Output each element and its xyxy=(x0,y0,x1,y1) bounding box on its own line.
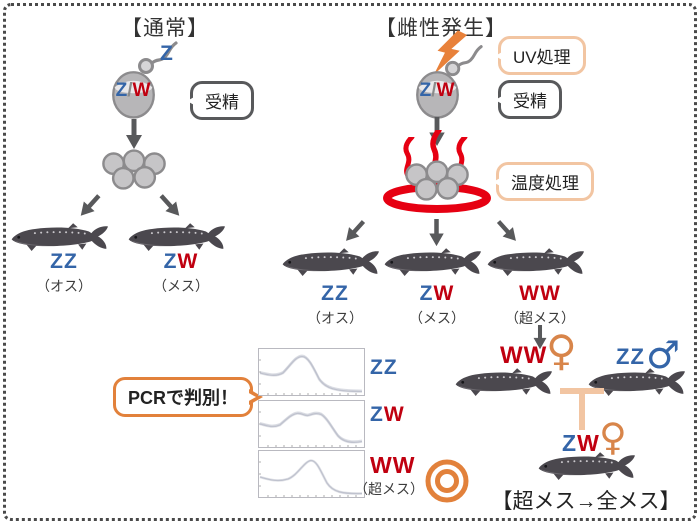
sturgeon-icon xyxy=(455,368,553,396)
melt-curve-plot-ww xyxy=(258,450,365,498)
arrow-down-right-icon xyxy=(493,216,522,246)
pcr-row-genotype: ZW xyxy=(370,403,405,426)
sturgeon-icon xyxy=(487,248,585,276)
uv-treatment-bubble: UV処理 xyxy=(495,36,586,75)
arrow-down-left-icon xyxy=(75,190,105,221)
father-genotype: ZZ xyxy=(616,344,645,369)
cross-connector-vertical xyxy=(579,388,585,430)
temperature-treatment-bubble: 温度処理 xyxy=(493,162,594,201)
offspring-genotype: WW xyxy=(519,282,561,305)
sturgeon-icon xyxy=(282,248,380,276)
offspring-sex-label: （超メス） xyxy=(505,310,575,326)
offspring-genotype: ZZ xyxy=(321,282,349,305)
offspring-sex-label: （メス） xyxy=(153,278,209,294)
melt-curve-plot-zw xyxy=(258,400,365,448)
double-circle-mark-icon xyxy=(425,459,469,503)
fertilization-bubble: 受精 xyxy=(187,81,254,120)
pcr-bubble: PCRで判別！ xyxy=(113,377,264,417)
pcr-row-genotype: WW xyxy=(370,452,416,478)
sperm-genotype-label: Z xyxy=(160,42,174,65)
egg-icon xyxy=(112,71,155,119)
sturgeon-icon xyxy=(588,368,686,396)
fertilization-bubble: 受精 xyxy=(495,80,562,119)
uv-lightning-icon xyxy=(433,30,468,75)
egg-genotype-label: Z/W xyxy=(419,80,455,101)
offspring-sex-label: （オス） xyxy=(36,278,92,294)
child-genotype: ZW xyxy=(562,430,600,456)
gynogenesis-section-title: 【雌性発生】 xyxy=(375,17,507,40)
arrow-down-left-icon xyxy=(340,216,369,246)
arrow-down-icon xyxy=(429,219,444,247)
pcr-row-sublabel: （超メス） xyxy=(354,481,424,497)
sturgeon-icon xyxy=(538,452,636,480)
arrow-down-right-icon xyxy=(155,190,185,221)
male-symbol: ♂ xyxy=(646,333,681,377)
melt-curve-plot-zz xyxy=(258,348,365,396)
sturgeon-icon xyxy=(384,248,482,276)
arrow-down-icon xyxy=(126,119,142,149)
offspring-sex-label: （オス） xyxy=(307,310,363,326)
pcr-row-genotype: ZZ xyxy=(370,356,398,379)
sperm-icon xyxy=(138,41,178,74)
egg-cluster-icon xyxy=(102,149,166,190)
mother-genotype: WW xyxy=(500,342,548,369)
offspring-genotype: ZW xyxy=(163,250,199,273)
offspring-genotype: ZZ xyxy=(50,250,78,273)
egg-cluster-icon xyxy=(405,160,469,201)
offspring-sex-label: （メス） xyxy=(409,310,465,326)
cross-caption: 【超メス→全メス】 xyxy=(491,490,681,513)
female-symbol: ♀ xyxy=(599,415,627,459)
egg-genotype-label: Z/W xyxy=(115,80,151,101)
normal-section-title: 【通常】 xyxy=(121,17,209,40)
sperm-icon xyxy=(445,45,483,77)
offspring-genotype: ZW xyxy=(419,282,455,305)
female-symbol: ♀ xyxy=(546,326,577,375)
